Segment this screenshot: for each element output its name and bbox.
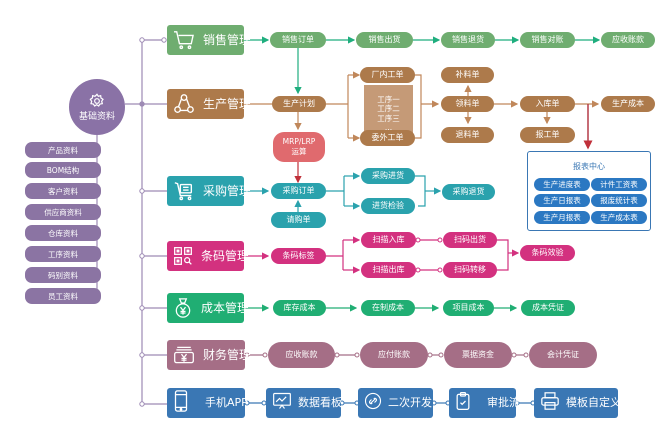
process-1: 工序一 xyxy=(377,94,400,104)
purchase-order[interactable]: 采购订单 xyxy=(271,183,326,199)
base-item-customer[interactable]: 客户资料 xyxy=(25,183,101,199)
mrp-line2: 运算 xyxy=(291,147,307,156)
barcode-label-step[interactable]: 条码标签 xyxy=(271,248,326,264)
cost-step-project[interactable]: 项目成本 xyxy=(443,300,494,316)
barcode-transfer[interactable]: 扫码转移 xyxy=(443,262,497,278)
cycle-icon xyxy=(173,92,195,116)
bottom-approval-flow[interactable]: 审批流 xyxy=(449,388,520,418)
report-center: 报表中心 生产进度表 计件工资表 生产日报表 报废统计表 生产月报表 生产成本表 xyxy=(527,151,651,231)
cost-step-inventory[interactable]: 库存成本 xyxy=(273,300,326,316)
base-item-code[interactable]: 码别资料 xyxy=(25,267,101,283)
module-sales[interactable]: 销售管理 xyxy=(167,25,251,55)
bottom-approval-flow-label: 审批流 xyxy=(487,396,520,410)
module-sales-label: 销售管理 xyxy=(203,32,252,47)
gear-icon xyxy=(89,92,104,107)
module-barcode-label: 条码管理 xyxy=(201,248,250,263)
module-cost[interactable]: 成本管理 xyxy=(167,293,249,323)
mrp-calculation[interactable]: MRP/LRP 运算 xyxy=(273,132,325,162)
production-internal-order[interactable]: 厂内工单 xyxy=(360,67,415,83)
module-finance-label: 财务管理 xyxy=(203,347,252,362)
cost-step-wip[interactable]: 在制成本 xyxy=(361,300,415,316)
base-item-product[interactable]: 产品资料 xyxy=(25,142,101,158)
purchase-cart-icon xyxy=(173,179,195,203)
hub-label: 基础资料 xyxy=(78,111,115,122)
module-production[interactable]: 生产管理 xyxy=(167,89,251,119)
report-center-title: 报表中心 xyxy=(573,162,605,171)
report-production-daily[interactable]: 生产日报表 xyxy=(534,194,590,207)
production-plan[interactable]: 生产计划 xyxy=(272,96,326,112)
sales-step-reconcile[interactable]: 销售对账 xyxy=(520,32,575,48)
base-item-employee[interactable]: 员工资料 xyxy=(25,288,101,304)
report-production-monthly[interactable]: 生产月报表 xyxy=(534,211,590,224)
bottom-dashboard[interactable]: 数据看板 xyxy=(266,388,342,418)
report-production-cost[interactable]: 生产成本表 xyxy=(591,211,647,224)
report-production-progress[interactable]: 生产进度表 xyxy=(534,178,590,191)
production-outsource-order[interactable]: 委外工单 xyxy=(360,130,415,146)
production-pick[interactable]: 领料单 xyxy=(441,96,494,112)
bottom-mobile-app[interactable]: 手机APP xyxy=(167,388,248,418)
module-purchase-label: 采购管理 xyxy=(203,183,252,198)
production-inbound[interactable]: 入库单 xyxy=(520,96,575,112)
process-2: 工序二 xyxy=(377,104,400,114)
cart-icon xyxy=(173,28,195,52)
qr-code-icon xyxy=(173,244,193,268)
sales-step-return[interactable]: 销售退货 xyxy=(441,32,495,48)
production-report[interactable]: 报工单 xyxy=(520,127,575,143)
money-bag-icon xyxy=(173,296,193,320)
barcode-trace[interactable]: 条码效验 xyxy=(520,245,575,261)
finance-step-payable[interactable]: 应付账款 xyxy=(360,342,428,368)
base-item-process[interactable]: 工序资料 xyxy=(25,246,101,262)
purchase-return[interactable]: 采购退货 xyxy=(442,184,495,200)
production-return[interactable]: 退料单 xyxy=(441,127,494,143)
bottom-template-custom[interactable]: 模板自定义 xyxy=(534,388,621,418)
module-purchase[interactable]: 采购管理 xyxy=(167,176,251,206)
barcode-scan-out[interactable]: 扫描出库 xyxy=(361,262,416,278)
base-data-hub[interactable]: 基础资料 xyxy=(69,79,125,135)
bottom-secondary-dev-label: 二次开发 xyxy=(388,396,432,410)
bottom-secondary-dev[interactable]: 二次开发 xyxy=(358,388,433,418)
purchase-inspect[interactable]: 进货检验 xyxy=(361,198,415,214)
bottom-template-custom-label: 模板自定义 xyxy=(566,396,621,410)
base-item-supplier[interactable]: 供应商资料 xyxy=(25,204,101,220)
bottom-dashboard-label: 数据看板 xyxy=(298,396,342,410)
process-3: 工序三 xyxy=(377,113,400,123)
production-cost[interactable]: 生产成本 xyxy=(601,96,655,112)
purchase-request[interactable]: 请购单 xyxy=(271,212,326,228)
barcode-ship[interactable]: 扫码出货 xyxy=(443,232,497,248)
module-production-label: 生产管理 xyxy=(203,96,252,111)
printer-icon xyxy=(540,392,560,414)
link-icon xyxy=(364,392,382,414)
bottom-mobile-app-label: 手机APP xyxy=(205,396,248,410)
purchase-receive[interactable]: 采购进货 xyxy=(361,168,415,184)
module-barcode[interactable]: 条码管理 xyxy=(167,241,249,271)
dashboard-icon xyxy=(272,391,292,415)
report-piece-wage[interactable]: 计件工资表 xyxy=(591,178,647,191)
module-cost-label: 成本管理 xyxy=(201,300,250,315)
finance-step-receivable[interactable]: 应收账款 xyxy=(268,342,335,368)
phone-icon xyxy=(173,390,189,416)
production-supplement[interactable]: 补料单 xyxy=(441,67,494,83)
yuan-stack-icon xyxy=(173,343,195,367)
base-item-bom[interactable]: BOM结构 xyxy=(25,162,101,178)
module-finance[interactable]: 财务管理 xyxy=(167,340,251,370)
mrp-line1: MRP/LRP xyxy=(282,137,316,147)
cost-step-voucher[interactable]: 成本凭证 xyxy=(521,300,575,316)
sales-step-receivable[interactable]: 应收账款 xyxy=(601,32,655,48)
sales-step-ship[interactable]: 销售出货 xyxy=(356,32,413,48)
process-more: ... xyxy=(384,122,393,132)
sales-step-order[interactable]: 销售订单 xyxy=(270,32,326,48)
finance-step-bills[interactable]: 票据资金 xyxy=(444,342,512,368)
base-item-warehouse[interactable]: 仓库资料 xyxy=(25,225,101,241)
barcode-scan-in[interactable]: 扫描入库 xyxy=(361,232,416,248)
finance-step-voucher[interactable]: 会计凭证 xyxy=(529,342,597,368)
clipboard-check-icon xyxy=(455,391,471,415)
report-scrap-stats[interactable]: 报废统计表 xyxy=(591,194,647,207)
